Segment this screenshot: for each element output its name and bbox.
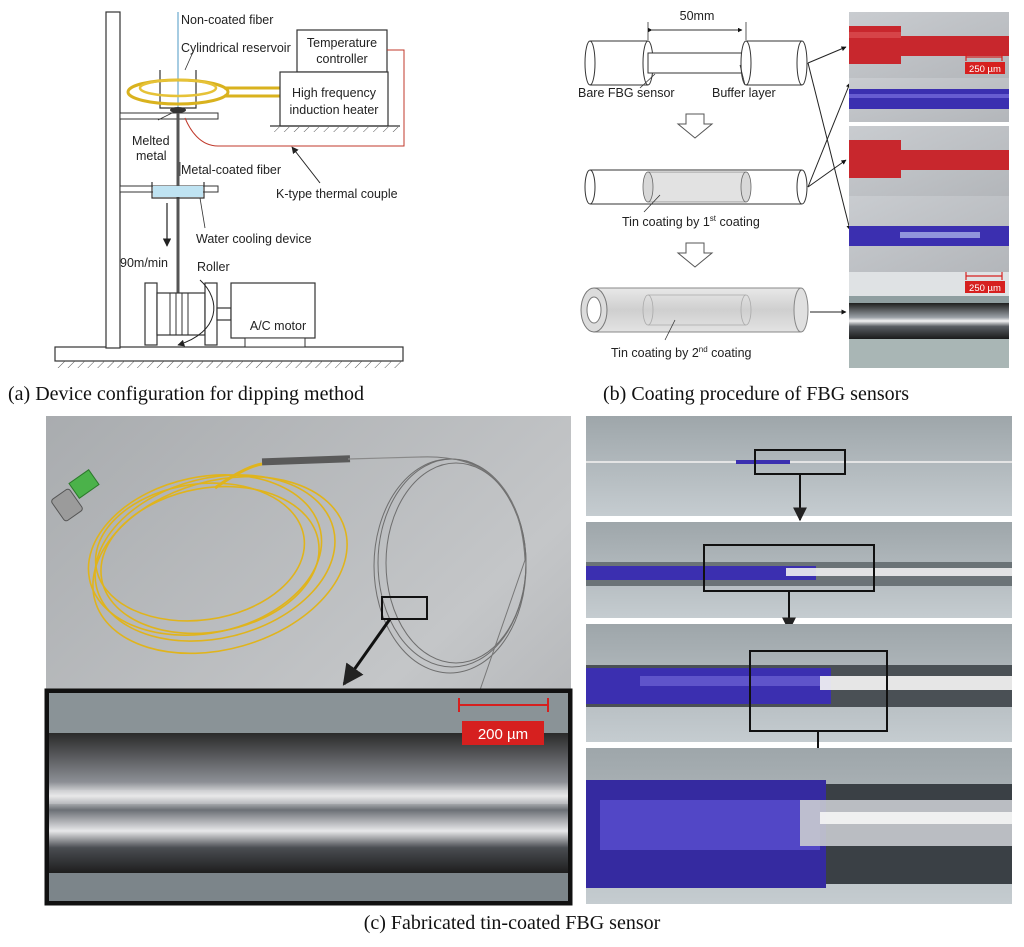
induction-heater-box: [279, 71, 389, 127]
ground-hatch: [55, 361, 403, 368]
zoom-arrow: [342, 618, 392, 686]
stage-second-coating: Tin coating by 2nd coating: [580, 287, 809, 360]
roller-shaft: [216, 307, 232, 321]
link-arrow-1b: [807, 62, 852, 231]
heater-shelf-hatch: [270, 127, 400, 132]
label-melted-2: metal: [136, 149, 167, 163]
label-melted-1: Melted: [132, 134, 170, 148]
motor-base: [244, 337, 306, 348]
ground-base: [54, 346, 404, 362]
roller-drum: [156, 292, 206, 336]
panel-c-micrograph-stack: [586, 416, 1012, 904]
fc-connector-body: [51, 488, 83, 522]
label-second-coating: Tin coating by 2nd coating: [611, 345, 752, 360]
inset-micrograph: 200 µm: [44, 688, 573, 906]
label-temperature-1: Temperature: [307, 36, 377, 50]
upper-arm: [119, 112, 219, 120]
label-non-coated-fiber: Non-coated fiber: [181, 13, 273, 27]
label-heater-2: induction heater: [290, 103, 379, 117]
label-heater-1: High frequency: [292, 86, 377, 100]
process-arrow-1: [676, 113, 714, 139]
zoom-box: [381, 596, 428, 620]
label-ac-motor: A/C motor: [250, 319, 306, 333]
scale-250-1: 250 µm: [969, 64, 1001, 75]
label-roller: Roller: [197, 260, 230, 274]
scale-200: 200 µm: [478, 726, 528, 743]
fiber-sleeve: [261, 455, 351, 466]
stage-bare-fbg: 50mm Bare FBG sensor Buffer layer: [578, 9, 808, 100]
roller-rotation-arrow: [177, 279, 215, 347]
label-bare-fbg: Bare FBG sensor: [578, 86, 675, 100]
roller-right-flange: [204, 282, 218, 346]
temperature-controller-box: [296, 29, 388, 73]
roller-left-flange: [144, 282, 158, 346]
stand-pole: [105, 11, 121, 349]
label-buffer-layer: Buffer layer: [712, 86, 776, 100]
water-cooling-device: [151, 182, 205, 199]
induction-coil-inner: [138, 78, 218, 98]
melted-metal-blob: [170, 107, 186, 113]
label-thermal-couple: K-type thermal couple: [276, 187, 398, 201]
thermocouple-wire: [184, 49, 405, 147]
thermocouple-pointer: [291, 146, 321, 184]
stage-first-coating: Tin coating by 1st coating: [584, 169, 808, 229]
label-speed: 90m/min: [120, 256, 168, 270]
label-temperature-2: controller: [316, 52, 367, 66]
panel-a-device-configuration: Non-coated fiber Cylindrical reservoir T…: [8, 11, 405, 405]
label-first-coating: Tin coating by 1st coating: [622, 214, 760, 229]
ac-motor-box: [230, 282, 316, 339]
link-arrow-1a: [807, 46, 847, 64]
label-metal-coated-fiber: Metal-coated fiber: [181, 163, 281, 177]
link-arrow-2a: [807, 82, 851, 188]
caption-b: (b) Coating procedure of FBG sensors: [603, 383, 909, 405]
caption-c: (c) Fabricated tin-coated FBG sensor: [364, 912, 661, 934]
fc-connector-green: [68, 469, 100, 499]
yellow-fiber-coil: [87, 474, 348, 655]
scale-250-2: 250 µm: [969, 283, 1001, 294]
water-fill: [153, 186, 203, 197]
label-cylindrical-reservoir: Cylindrical reservoir: [181, 41, 291, 55]
micrograph-column: 250 µm 250 µm: [849, 12, 1009, 368]
process-arrow-2: [676, 242, 714, 268]
caption-a: (a) Device configuration for dipping met…: [8, 383, 364, 405]
link-arrow-2b: [807, 159, 847, 188]
label-50mm: 50mm: [680, 9, 715, 23]
panel-b-coating-procedure: 50mm Bare FBG sensor Buffer layer Tin co…: [578, 9, 1009, 405]
label-water-cooling: Water cooling device: [196, 232, 312, 246]
panel-c-photo: 200 µm: [44, 416, 573, 906]
